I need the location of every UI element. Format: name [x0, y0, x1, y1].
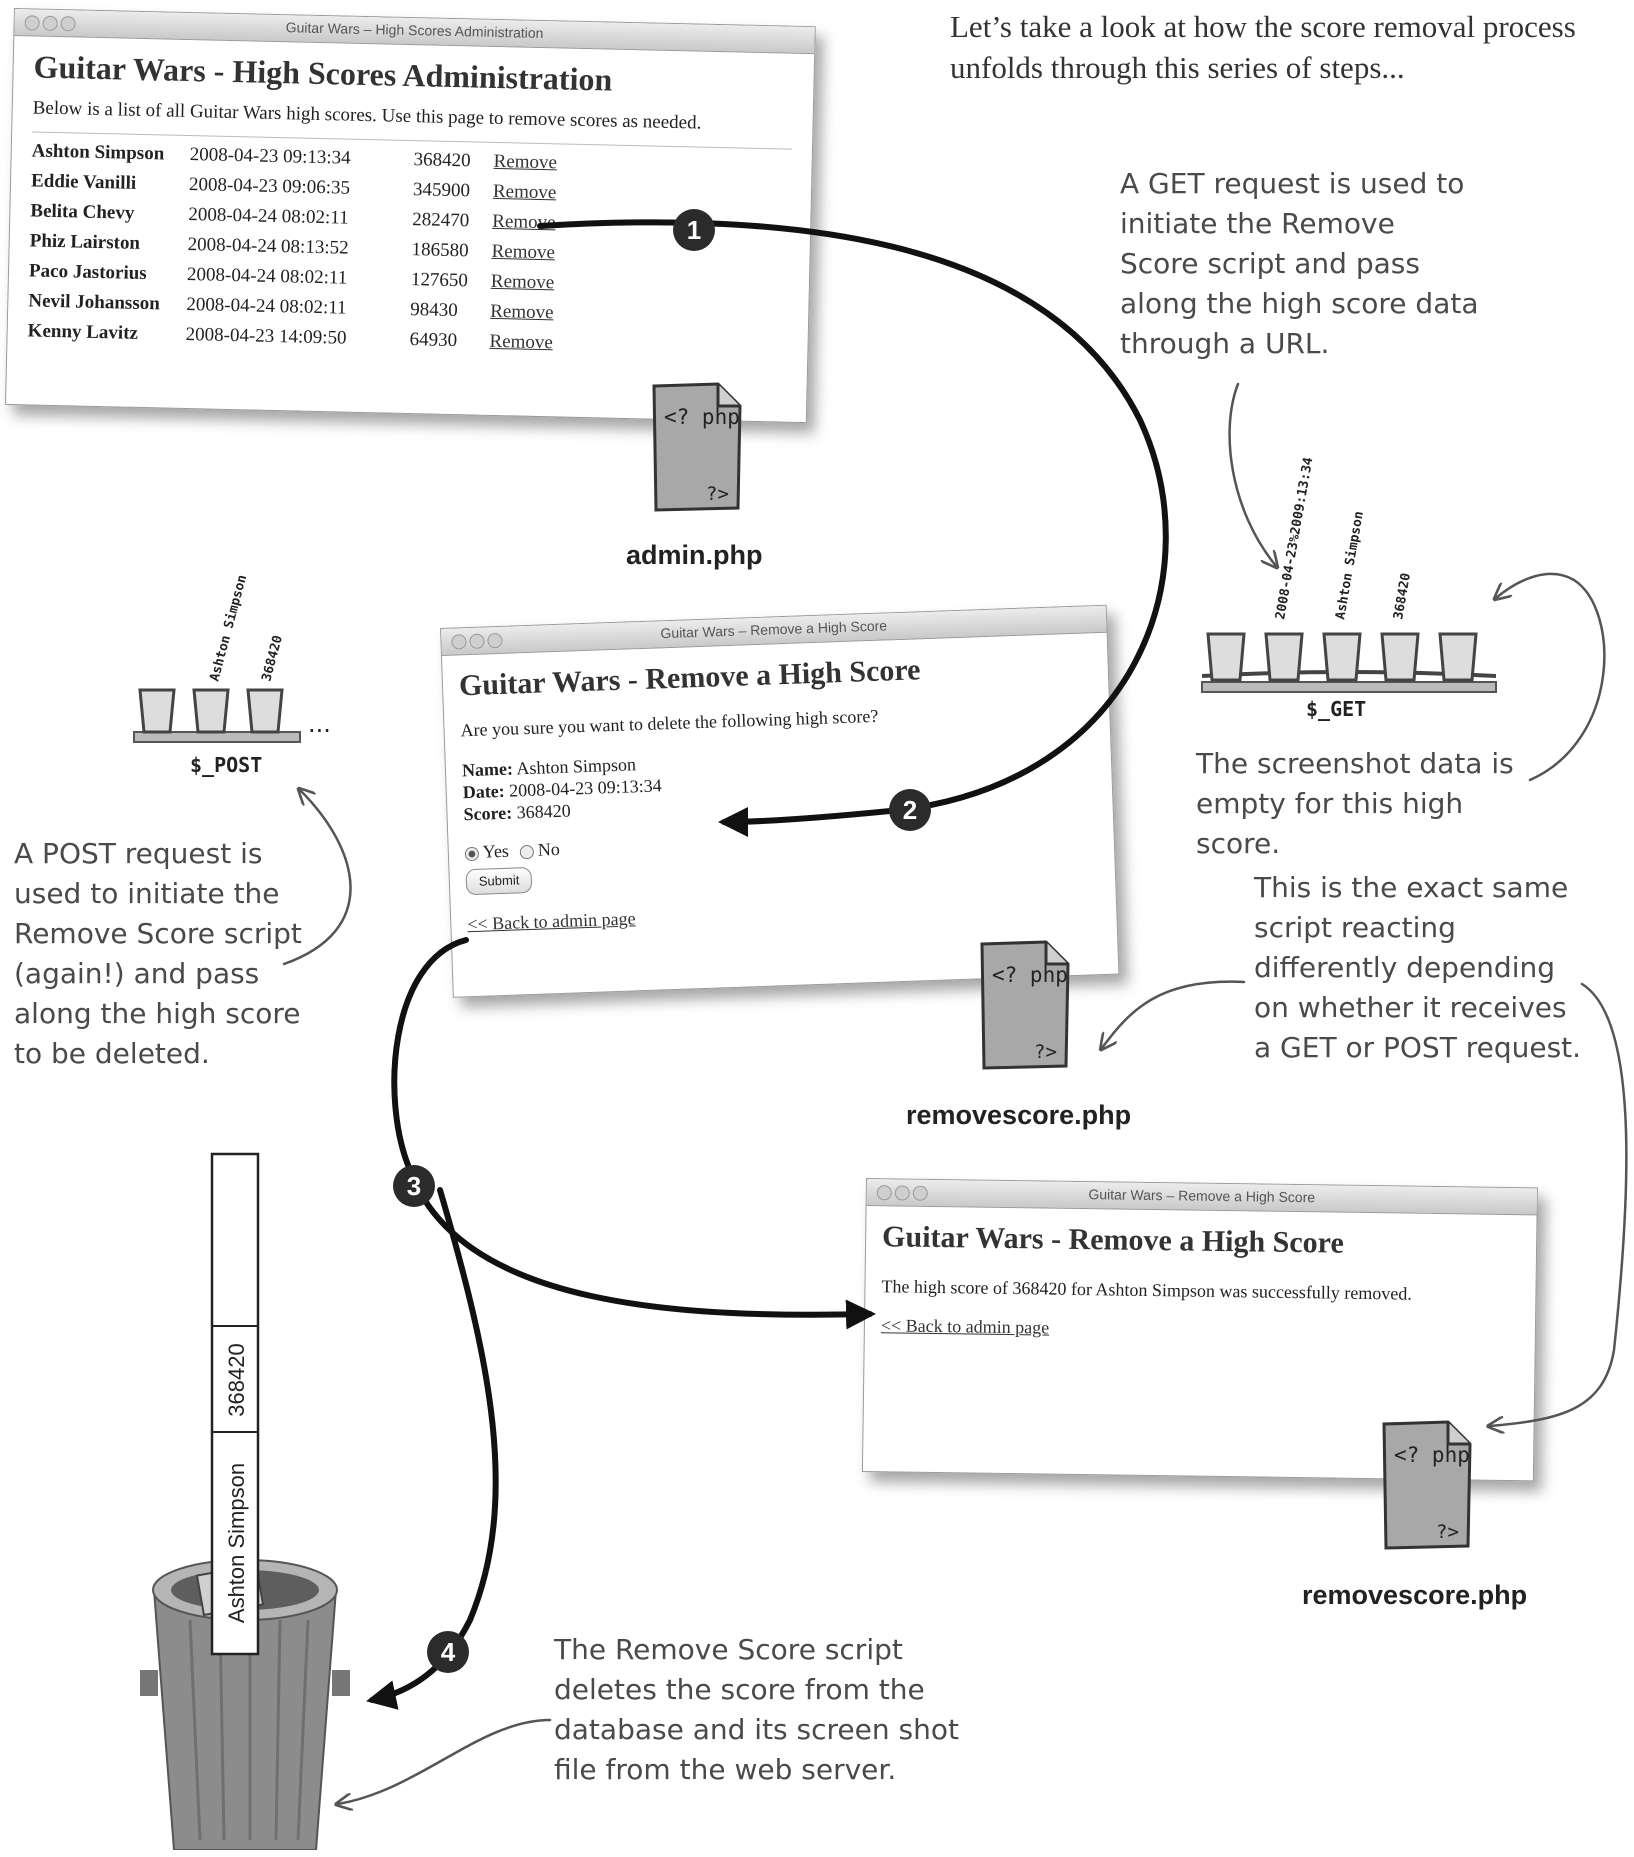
note-pointer [282, 790, 352, 966]
note-pointer [1496, 572, 1606, 782]
php-open-tag: <? php [1394, 1443, 1470, 1467]
removescore-filename-2: removescore.php [1302, 1580, 1528, 1610]
php-close-tag: ?> [1034, 1041, 1057, 1063]
array-cell-icon [1264, 632, 1304, 682]
post-array-label: $_POST [190, 753, 262, 777]
note-post-request: A POST request is used to initiate the R… [14, 837, 302, 1070]
array-cell-icon [246, 688, 284, 734]
php-file-icon: <? php ?> [980, 940, 1070, 1070]
array-cell-icon [192, 688, 230, 734]
array-cell-icon [1322, 632, 1362, 682]
step-3-arrow [391, 937, 876, 1330]
removescore-filename-1: removescore.php [906, 1100, 1132, 1130]
note-pointer [338, 1718, 552, 1804]
php-file-icon: <? php ?> [652, 382, 742, 512]
note-deletes: The Remove Score script deletes the scor… [554, 1633, 959, 1786]
note-screenshot-empty: The screenshot data is empty for this hi… [1196, 747, 1514, 860]
score-strip [210, 1152, 260, 1656]
note-get-request: A GET request is used to initiate the Re… [1120, 167, 1479, 360]
note-pointer [1102, 980, 1246, 1048]
get-array-label: $_GET [1306, 697, 1366, 721]
note-pointer [1490, 982, 1628, 1426]
php-open-tag: <? php [664, 405, 740, 429]
step-4-arrow [366, 1187, 499, 1710]
array-cell-icon [1438, 632, 1478, 682]
php-file-icon: <? php ?> [1382, 1420, 1472, 1550]
step-4-badge: 4 [441, 1637, 456, 1667]
step-1-badge: 1 [687, 215, 701, 245]
step-3-badge: 3 [407, 1171, 421, 1201]
array-cell-icon [1206, 632, 1246, 682]
note-pointer [1228, 382, 1276, 566]
php-close-tag: ?> [706, 483, 729, 505]
php-close-tag: ?> [1436, 1521, 1459, 1543]
intro-text: Let’s take a look at how the score remov… [950, 9, 1576, 85]
strip-name: Ashton Simpson [224, 1463, 249, 1623]
strip-score: 368420 [224, 1343, 249, 1416]
php-open-tag: <? php [992, 963, 1068, 987]
post-ellipsis: ... [308, 710, 331, 738]
step-2-badge: 2 [903, 795, 917, 825]
post-array-diagram: Ashton Simpson 368420 ... $_POST [133, 573, 331, 777]
step-1-2-arrow [537, 219, 1169, 837]
admin-filename: admin.php [626, 540, 763, 570]
array-cell-icon [138, 688, 176, 734]
get-array-diagram: 2008-04-23%2009:13:34 Ashton Simpson 368… [1201, 456, 1497, 721]
trash-can-icon: 368420 Ashton Simpson [140, 1152, 350, 1850]
note-same-script: This is the exact same script reacting d… [1254, 871, 1582, 1064]
array-cell-icon [1380, 632, 1420, 682]
